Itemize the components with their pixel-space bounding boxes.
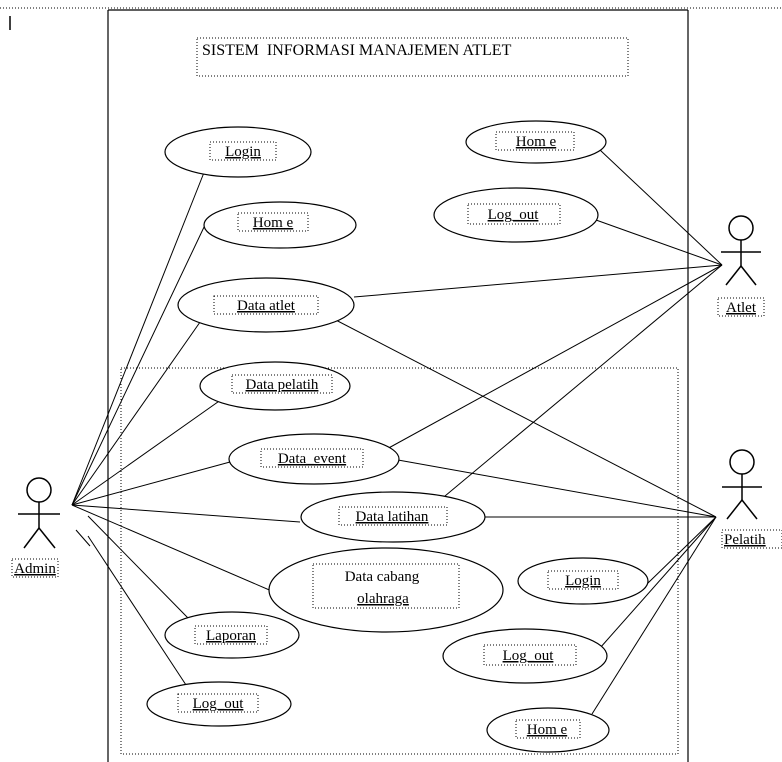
use-case-login-pelatih: Login [517,557,649,605]
use-case-logout-atlet: Log_out [433,187,599,243]
use-case-label-line1: Data cabang [345,569,420,585]
use-case-label: Log_out [193,696,245,712]
stick-figure-icon [722,449,762,520]
use-case-label: Laporan [206,628,256,644]
stick-figure-icon [18,477,60,549]
actor-atlet: Atlet [717,215,765,317]
use-case-label: Hom e [516,134,557,150]
use-case-label: Hom e [527,722,568,738]
stick-figure-icon [721,215,761,286]
actor-pelatih: Pelatih [721,449,782,549]
frame [0,7,782,762]
use-case-laporan: Laporan [164,611,300,659]
use-case-label: Data latihan [356,509,429,525]
use-case-logout-admin: Log_out [146,681,292,727]
use-case-data-pelatih: Data pelatih [199,361,351,411]
use-case-label: Data atlet [237,298,296,314]
use-case-data-cabang-olahraga: Data cabang olahraga [268,547,504,633]
use-case-label: Hom e [253,215,294,231]
inner-boundary [120,367,679,755]
use-case-data-latihan: Data latihan [300,491,486,543]
use-case-label: Login [565,573,601,589]
use-case-login-admin: Login [164,126,312,178]
actor-label: Admin [14,561,56,577]
use-case-label: Log_out [503,648,555,664]
use-case-label-line2: olahraga [357,591,409,607]
use-case-data-event: Data_event [228,433,400,485]
associations [71,149,723,715]
use-case-label: Login [225,144,261,160]
actor-label: Pelatih [724,532,766,548]
title-box [196,37,629,77]
actor-admin: Admin [11,477,60,578]
use-case-label: Data pelatih [246,377,319,393]
use-case-home-admin: Hom e [203,201,357,249]
use-case-label: Data_event [278,451,347,467]
use-case-logout-pelatih: Log_out [442,628,608,684]
actor-label: Atlet [726,300,757,316]
use-case-data-atlet: Data atlet [177,277,355,333]
use-case-label: Log_out [488,207,540,223]
use-case-home-atlet: Hom e [465,120,607,164]
use-case-home-pelatih: Hom e [486,707,610,753]
diagram-title: SISTEM INFORMASI MANAJEMEN ATLET [202,42,512,59]
